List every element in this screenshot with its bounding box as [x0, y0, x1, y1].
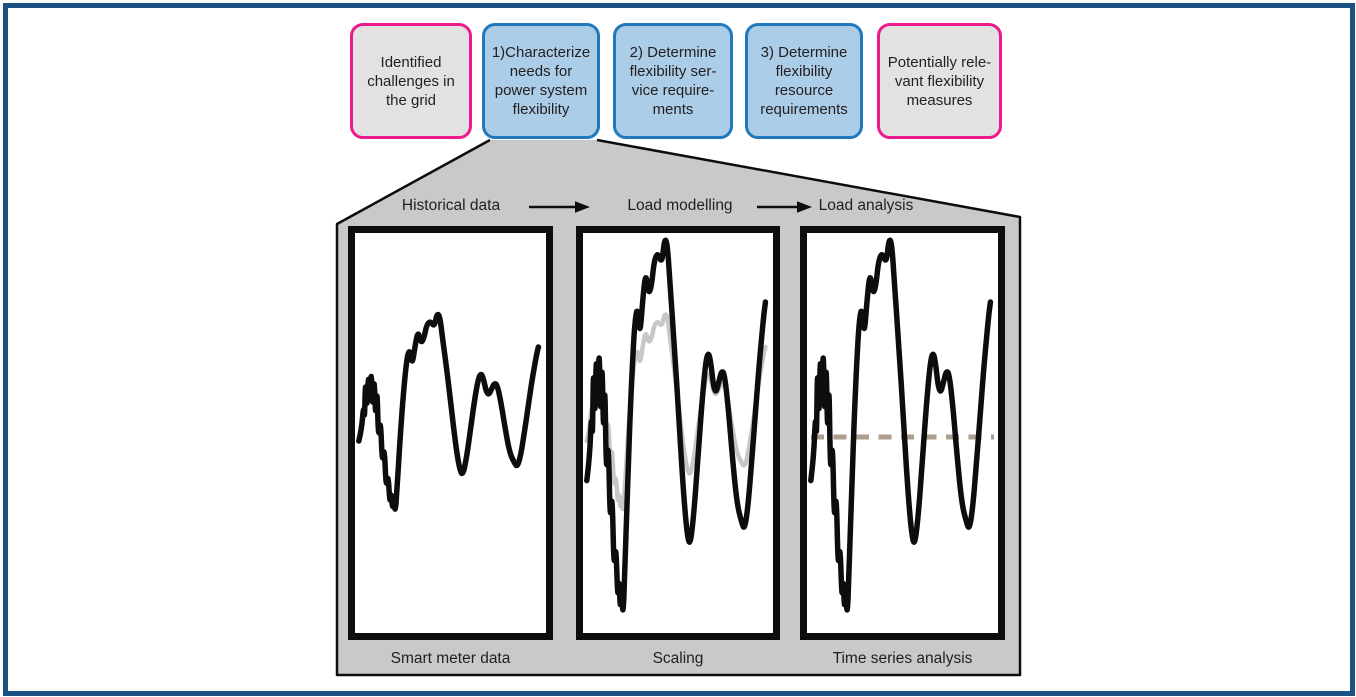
flow-box-determine-resource-requirements: 3) Determine flexibility resource requireme…: [745, 23, 863, 139]
caption-time-series-analysis: Time series analysis: [832, 650, 973, 667]
trapezoid-outline: [335, 138, 1022, 677]
flow-box-line: flexibility: [775, 63, 833, 80]
flow-box-characterize-needs: 1)Characterize needs for power system flexi…: [482, 23, 600, 139]
smart-meter-chart: [356, 311, 542, 512]
panel-smart-meter-data: [348, 226, 553, 640]
scaled-load-curve: [808, 237, 994, 613]
step-label-historical-data: Historical data: [401, 197, 501, 214]
scaling-chart: [584, 237, 769, 613]
flow-box-determine-service-requirements: 2) Determine flexibility ser-vice require…: [613, 23, 733, 139]
flow-box-line: the grid: [385, 91, 437, 109]
caption-scaling: Scaling: [652, 650, 704, 667]
panel-time-series-analysis: [800, 226, 1005, 640]
flow-box-line: vice require-: [631, 82, 715, 99]
flow-box-line: 3) Determine: [760, 44, 848, 61]
load-curve: [356, 311, 542, 512]
flow-box-line: needs for: [509, 63, 573, 80]
flow-box-line: resource: [774, 82, 834, 99]
flow-box-line: ments: [652, 101, 694, 118]
flow-box-line: vant flexibility: [894, 72, 985, 90]
flow-box-line: measures: [906, 91, 973, 109]
panel-scaling: [576, 226, 780, 640]
flow-box-line: flexibility: [512, 101, 570, 118]
flow-box-line: flexibility ser-: [629, 63, 717, 80]
flow-box-line: Potentially rele-: [887, 53, 992, 71]
flow-box-line: Identified: [380, 53, 442, 71]
flow-box-line: challenges in: [367, 72, 455, 90]
flow-box-line: requirements: [760, 101, 848, 118]
flow-box-line: power system: [494, 82, 588, 99]
time-series-chart: [808, 237, 994, 613]
step-label-load-modelling: Load modelling: [627, 197, 733, 214]
arrow-historical-to-modelling: [528, 200, 590, 214]
caption-smart-meter-data: Smart meter data: [390, 650, 511, 667]
flow-box-line: 1)Characterize: [491, 44, 591, 61]
flow-box-line: 2) Determine: [629, 44, 717, 61]
arrow-modelling-to-analysis: [756, 200, 812, 214]
scaled-load-curve: [584, 237, 769, 613]
step-label-load-analysis: Load analysis: [818, 197, 914, 214]
